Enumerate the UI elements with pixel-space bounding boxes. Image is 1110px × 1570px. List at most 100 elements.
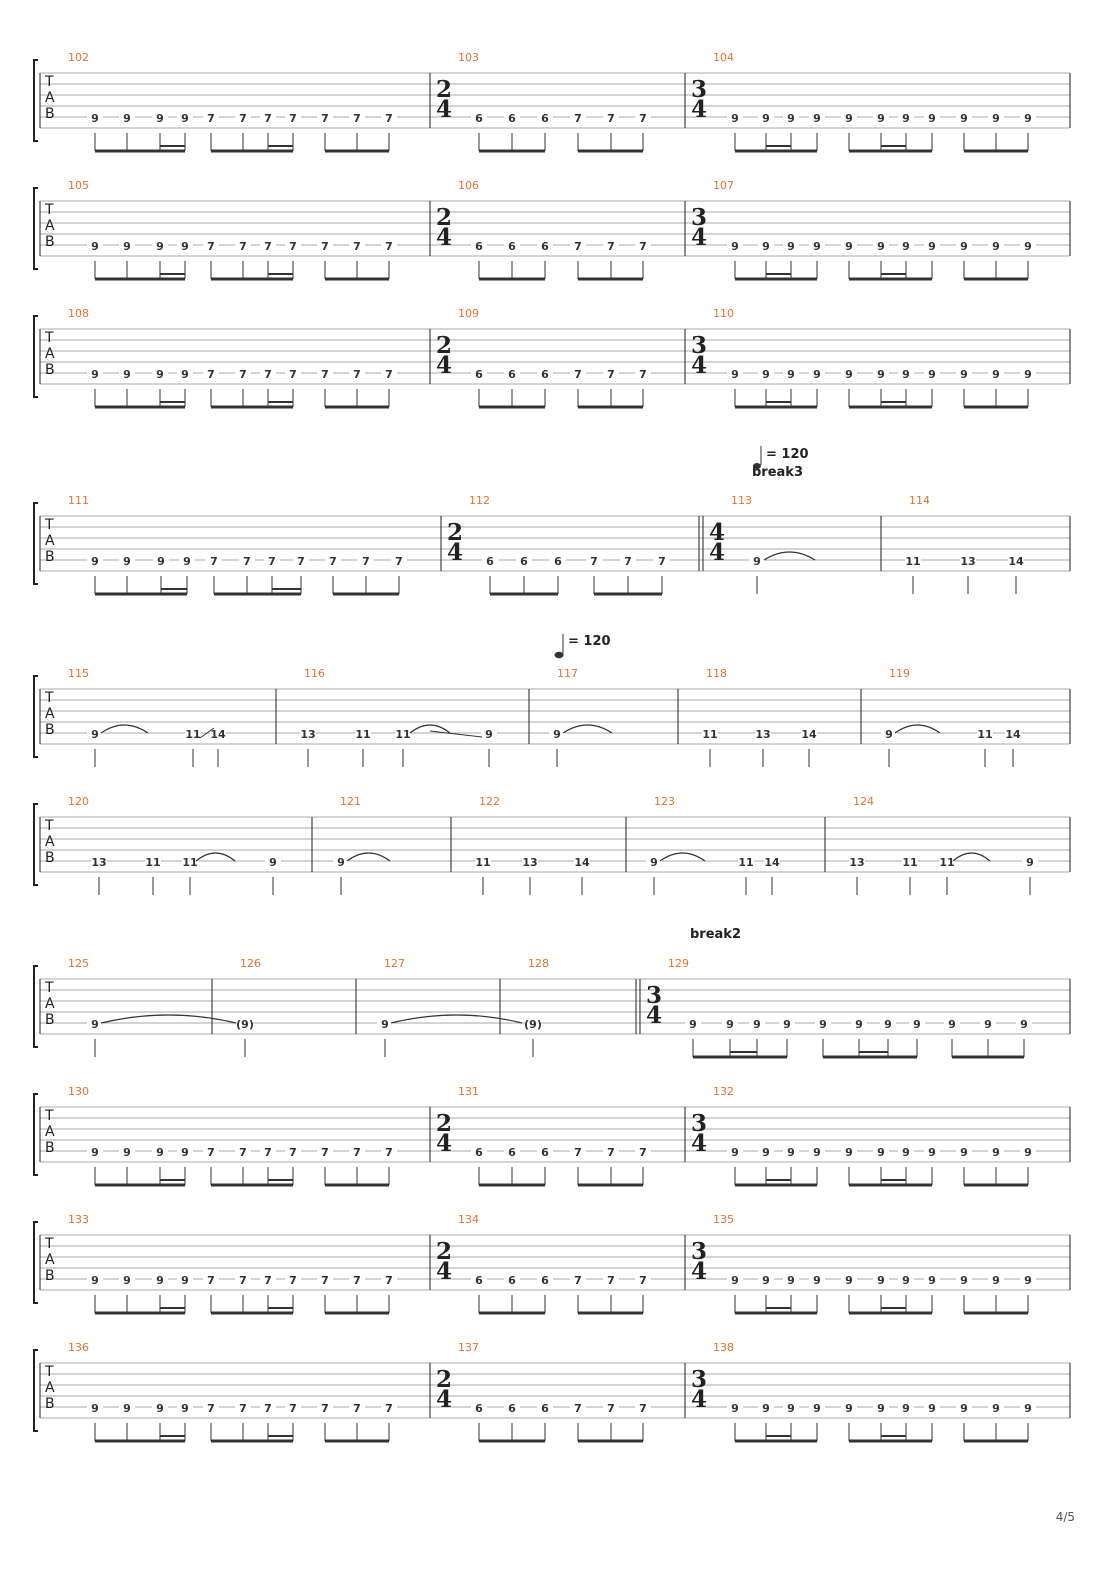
system-bracket (33, 315, 38, 398)
fret-number: 9 (123, 555, 131, 568)
fret-number: 9 (1024, 240, 1032, 253)
fret-bg (349, 110, 365, 123)
tie (894, 724, 941, 734)
fret-number: 9 (877, 1146, 885, 1159)
fret-number: 6 (475, 1146, 483, 1159)
fret-number: 7 (264, 1402, 272, 1415)
fret-number: 9 (156, 1274, 164, 1287)
fret-bg (988, 1272, 1004, 1285)
measure-number: 116 (304, 667, 325, 680)
fret-number: 9 (902, 240, 910, 253)
fret-bg (203, 366, 219, 379)
fret-number: 6 (475, 368, 483, 381)
fret-bg (988, 110, 1004, 123)
fret-bg (1020, 1272, 1036, 1285)
fret-number: 9 (156, 1146, 164, 1159)
fret-number: 6 (541, 368, 549, 381)
time-signature-bottom: 4 (691, 1386, 707, 1413)
fret-number: 11 (902, 856, 917, 869)
fret-number: 9 (928, 1274, 936, 1287)
fret-number: 9 (1024, 112, 1032, 125)
fret-bg (635, 1144, 651, 1157)
fret-bg (522, 854, 538, 867)
tab-clef-letter: B (45, 234, 55, 250)
fret-bg (152, 1272, 168, 1285)
fret-number: 7 (243, 555, 251, 568)
fret-bg (293, 553, 309, 566)
measure-number: 107 (713, 179, 734, 192)
fret-bg (177, 238, 193, 251)
time-signature-bottom: 4 (436, 1130, 452, 1157)
time-signature-top: 2 (436, 1238, 452, 1265)
fret-bg (317, 366, 333, 379)
fret-number: 7 (362, 555, 370, 568)
fret-bg (317, 1272, 333, 1285)
time-signature-top: 3 (691, 76, 707, 103)
fret-bg (87, 238, 103, 251)
fret-number: 9 (123, 1402, 131, 1415)
fret-number: 7 (607, 1402, 615, 1415)
fret-number: 9 (877, 112, 885, 125)
fret-number: 9 (960, 1146, 968, 1159)
fret-number: 9 (156, 240, 164, 253)
fret-bg (1020, 238, 1036, 251)
time-signature-top: 3 (691, 1110, 707, 1137)
fret-number: 7 (207, 112, 215, 125)
fret-bg (841, 238, 857, 251)
fret-number: 9 (948, 1018, 956, 1031)
fret-number: 7 (239, 1274, 247, 1287)
fret-number: 11 (145, 856, 160, 869)
time-signature-top: 2 (436, 1110, 452, 1137)
tie (562, 724, 613, 734)
fret-bg (87, 1144, 103, 1157)
tempo-marking: = 120 (568, 634, 611, 649)
fret-bg (873, 1144, 889, 1157)
time-signature-top: 3 (691, 332, 707, 359)
time-signature-top: 3 (646, 982, 662, 1009)
fret-bg (783, 1144, 799, 1157)
fret-number: 9 (928, 1146, 936, 1159)
fret-number: 9 (650, 856, 658, 869)
fret-bg (475, 854, 491, 867)
fret-bg (235, 1144, 251, 1157)
measure-number: 133 (68, 1213, 89, 1226)
fret-number: 9 (928, 1402, 936, 1415)
fret-number: 9 (902, 1402, 910, 1415)
fret-number: 9 (928, 112, 936, 125)
fret-bg (177, 366, 193, 379)
fret-bg (87, 1400, 103, 1413)
fret-number: 6 (520, 555, 528, 568)
tab-clef-letter: B (45, 1268, 55, 1284)
fret-bg (203, 1272, 219, 1285)
fret-bg (1016, 1016, 1032, 1029)
fret-bg (841, 1144, 857, 1157)
fret-number: 9 (787, 1146, 795, 1159)
fret-number: 9 (845, 240, 853, 253)
time-signature-bottom: 4 (436, 96, 452, 123)
fret-bg (809, 366, 825, 379)
system-bracket (33, 803, 38, 886)
time-signature-top: 2 (436, 204, 452, 231)
tab-clef-letter: A (45, 533, 55, 549)
tab-clef-letter: T (44, 980, 54, 996)
measure-number: 132 (713, 1085, 734, 1098)
fret-number: 9 (1020, 1018, 1028, 1031)
fret-bg (727, 1144, 743, 1157)
fret-bg (153, 553, 169, 566)
fret-bg (260, 238, 276, 251)
fret-number: 14 (574, 856, 590, 869)
fret-bg (177, 110, 193, 123)
fret-bg (635, 1400, 651, 1413)
tab-clef-letter: A (45, 834, 55, 850)
fret-number: 9 (877, 1402, 885, 1415)
fret-bg (325, 553, 341, 566)
fret-bg (898, 238, 914, 251)
fret-bg (1020, 110, 1036, 123)
fret-number: 6 (508, 1274, 516, 1287)
fret-bg (504, 1400, 520, 1413)
fret-number: 14 (764, 856, 780, 869)
